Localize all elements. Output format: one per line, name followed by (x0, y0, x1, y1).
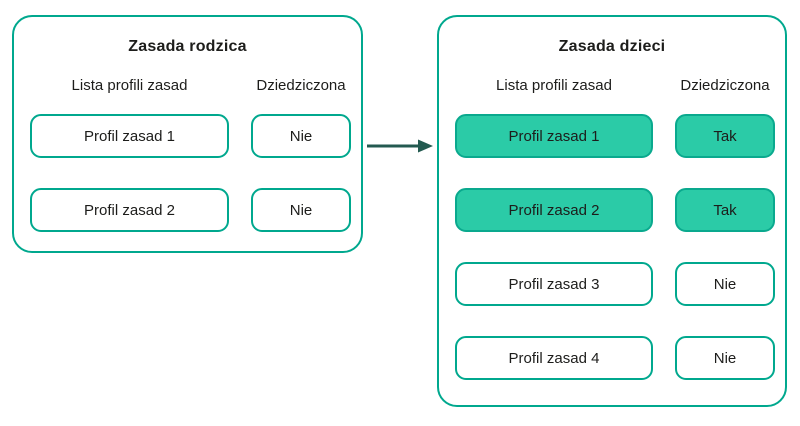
child-profiles-column-header: Lista profili zasad (496, 77, 612, 94)
parent-inherited-column-header: Dziedziczona (256, 77, 346, 94)
parent-profile-row-2: Profil zasad 2 Nie (14, 188, 361, 232)
profile-chip: Profil zasad 2 (30, 188, 229, 232)
parent-policy-title: Zasada rodzica (128, 38, 247, 55)
inherited-chip: Tak (675, 114, 775, 158)
parent-profiles-column-header: Lista profili zasad (71, 77, 188, 94)
inherited-chip: Tak (675, 188, 775, 232)
child-policy-box: Zasada dzieci Lista profili zasad Dziedz… (437, 15, 787, 407)
child-inherited-column-header: Dziedziczona (680, 77, 770, 94)
child-column-headers: Lista profili zasad Dziedziczona (439, 77, 785, 94)
arrow-right-icon (367, 139, 433, 153)
inherited-chip: Nie (675, 262, 775, 306)
parent-column-headers: Lista profili zasad Dziedziczona (14, 77, 361, 94)
parent-profile-row-1: Profil zasad 1 Nie (14, 114, 361, 158)
profile-chip: Profil zasad 3 (455, 262, 653, 306)
inherited-chip: Nie (251, 188, 351, 232)
profile-chip: Profil zasad 4 (455, 336, 653, 380)
inherited-chip: Nie (675, 336, 775, 380)
profile-chip: Profil zasad 1 (30, 114, 229, 158)
parent-policy-box: Zasada rodzica Lista profili zasad Dzied… (12, 15, 363, 253)
profile-chip-inherited: Profil zasad 2 (455, 188, 653, 232)
child-profile-row-3: Profil zasad 3 Nie (439, 262, 785, 306)
child-profile-row-2: Profil zasad 2 Tak (439, 188, 785, 232)
child-profile-row-4: Profil zasad 4 Nie (439, 336, 785, 380)
inheritance-arrow (366, 138, 434, 154)
inherited-chip: Nie (251, 114, 351, 158)
child-policy-title: Zasada dzieci (558, 38, 666, 55)
child-profile-row-1: Profil zasad 1 Tak (439, 114, 785, 158)
profile-chip-inherited: Profil zasad 1 (455, 114, 653, 158)
